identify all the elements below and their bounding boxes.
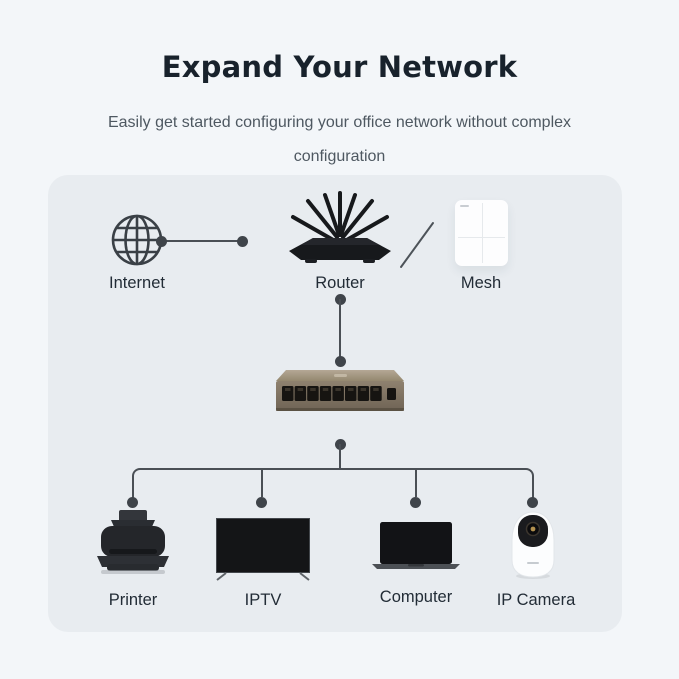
router-icon — [283, 191, 397, 267]
switch-tree-link — [339, 444, 341, 469]
tree-drop-computer — [415, 470, 417, 497]
iptv-label: IPTV — [244, 591, 282, 609]
link-dot — [527, 497, 538, 508]
internet-label: Internet — [109, 274, 165, 292]
printer-label: Printer — [108, 591, 158, 609]
link-dot — [237, 236, 248, 247]
router-switch-link — [339, 299, 341, 362]
ethernet-switch-icon — [272, 366, 408, 416]
page-subtitle: Easily get started configuring your offi… — [107, 114, 572, 165]
link-dot — [256, 497, 267, 508]
ip-camera-icon — [504, 506, 562, 580]
page-title: Expand Your Network — [161, 50, 518, 84]
globe-icon — [109, 212, 165, 268]
mesh-device-icon — [455, 200, 508, 266]
router-label: Router — [315, 274, 365, 292]
link-dot — [410, 497, 421, 508]
mesh-divider — [458, 236, 505, 239]
diagram-card: Internet Route — [48, 175, 622, 632]
tree-drop-iptv — [261, 470, 263, 497]
wireless-slash-icon — [398, 220, 436, 270]
tv-icon — [216, 518, 310, 581]
computer-label: Computer — [379, 588, 453, 606]
internet-router-link — [161, 240, 243, 242]
printer-icon — [93, 510, 173, 580]
mesh-logo-mark — [460, 205, 469, 207]
ip-camera-label: IP Camera — [496, 591, 576, 609]
mesh-label: Mesh — [460, 274, 502, 292]
link-dot — [156, 236, 167, 247]
link-dot — [127, 497, 138, 508]
laptop-icon — [372, 522, 460, 570]
tree-connector — [132, 468, 534, 498]
mesh-divider — [481, 203, 483, 263]
link-dot — [335, 356, 346, 367]
